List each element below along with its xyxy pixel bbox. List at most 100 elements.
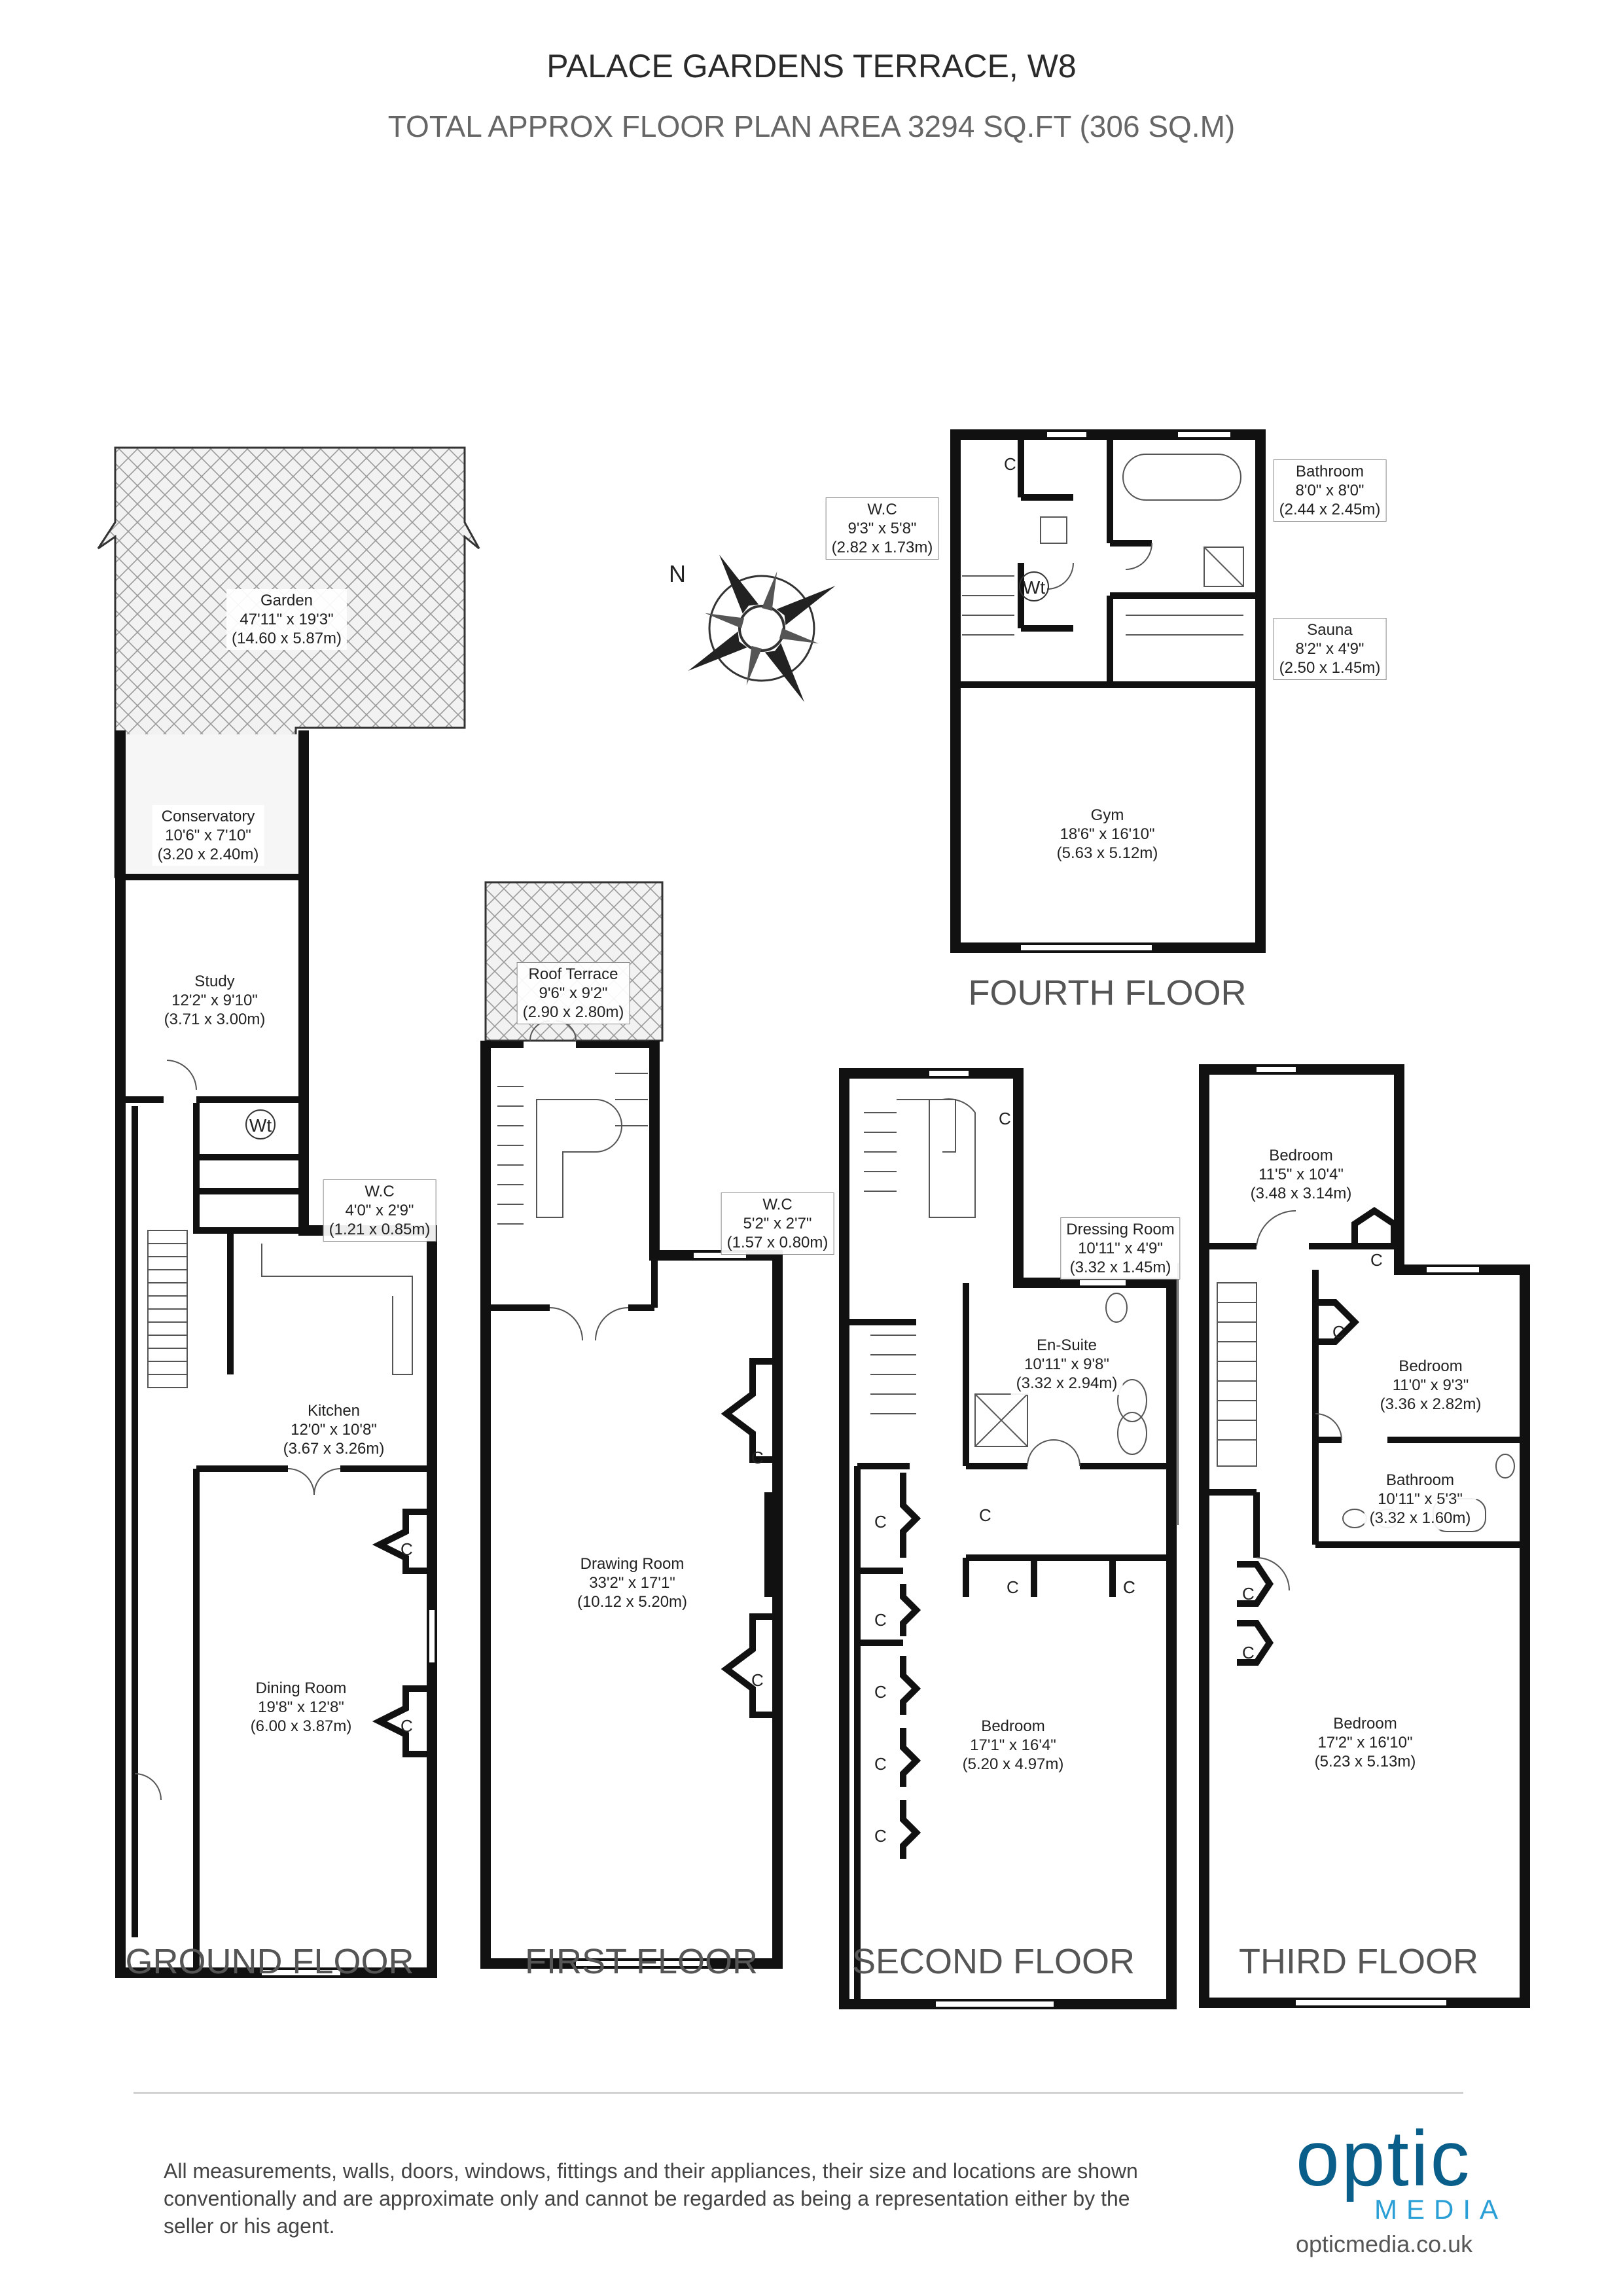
room-imperial: 9'6" x 9'2" [539, 984, 608, 1002]
room-metric: (2.82 x 1.73m) [831, 539, 933, 556]
room-imperial: 8'0" x 8'0" [1295, 482, 1364, 499]
room-name: W.C [867, 501, 897, 518]
room-metric: (1.57 x 0.80m) [726, 1234, 829, 1251]
room-metric: (3.36 x 2.82m) [1380, 1395, 1482, 1413]
room-name: Kitchen [307, 1402, 361, 1420]
cupboard-marker: C [1332, 1322, 1345, 1342]
room-metric: (14.60 x 5.87m) [231, 630, 342, 647]
room-imperial: 17'1" x 16'4" [970, 1736, 1056, 1754]
room-name: W.C [365, 1183, 395, 1200]
cupboard-marker: C [1370, 1250, 1383, 1270]
disclaimer-text: All measurements, walls, doors, windows,… [164, 2159, 1138, 2238]
room-name: Roof Terrace [528, 965, 618, 983]
room-label-conservatory: Conservatory 10'6" x 7'10" (3.20 x 2.40m) [152, 805, 264, 866]
water-tank-fourth-label: Wt [1023, 577, 1045, 598]
room-imperial: 11'0" x 9'3" [1392, 1376, 1469, 1394]
room-metric: (3.48 x 3.14m) [1250, 1185, 1352, 1202]
cupboard-marker: C [1242, 1643, 1255, 1662]
room-imperial: 12'2" x 9'10" [171, 992, 258, 1009]
cupboard-marker: C [401, 1539, 413, 1559]
page-subtitle: TOTAL APPROX FLOOR PLAN AREA 3294 SQ.FT … [387, 109, 1236, 143]
cupboard-marker: C [1007, 1577, 1019, 1597]
room-metric: (5.63 x 5.12m) [1056, 844, 1158, 862]
room-name: Conservatory [161, 808, 255, 825]
cupboard-marker: C [874, 1754, 887, 1774]
second-floor-outer-wall [839, 1068, 1177, 2009]
footer-divider [134, 2092, 1463, 2094]
cupboard-marker: C [1123, 1577, 1135, 1597]
room-metric: (3.71 x 3.00m) [164, 1011, 266, 1028]
brand-logo-sub: MEDIA [1374, 2194, 1508, 2225]
room-name: Study [194, 973, 235, 990]
room-metric: (3.20 x 2.40m) [157, 846, 259, 863]
room-label-wc-ground: W.C 4'0" x 2'9" (1.21 x 0.85m) [323, 1179, 437, 1242]
cupboard-marker: C [751, 1448, 764, 1467]
room-imperial: 18'6" x 16'10" [1060, 825, 1155, 843]
room-imperial: 10'11" x 4'9" [1078, 1240, 1163, 1257]
room-name: Sauna [1307, 621, 1353, 639]
room-metric: (1.21 x 0.85m) [329, 1221, 431, 1238]
brand-url-link[interactable]: opticmedia.co.uk [1296, 2231, 1473, 2257]
compass-rose [688, 554, 836, 702]
room-metric: (3.32 x 1.45m) [1069, 1259, 1171, 1276]
room-metric: (6.00 x 3.87m) [250, 1717, 352, 1735]
room-name: Dining Room [255, 1679, 347, 1697]
cupboard-marker: C [401, 1716, 413, 1736]
cupboard-marker: C [979, 1505, 991, 1525]
first-floor-plan [480, 881, 783, 1969]
room-name: En-Suite [1036, 1336, 1097, 1354]
room-metric: (3.32 x 2.94m) [1016, 1374, 1118, 1392]
floor-label-fourth: FOURTH FLOOR [968, 973, 1247, 1013]
ground-floor-outer-wall [115, 730, 437, 1978]
room-imperial: 4'0" x 2'9" [345, 1202, 414, 1219]
room-label-study: Study 12'2" x 9'10" (3.71 x 3.00m) [158, 970, 271, 1031]
room-imperial: 8'2" x 4'9" [1295, 640, 1364, 658]
room-imperial: 17'2" x 16'10" [1317, 1734, 1413, 1751]
room-label-bathroom-fourth: Bathroom 8'0" x 8'0" (2.44 x 2.45m) [1273, 459, 1387, 522]
cupboard-marker: C [999, 1109, 1011, 1128]
room-imperial: 5'2" x 2'7" [743, 1215, 812, 1232]
cupboard-marker: C [874, 1826, 887, 1846]
floor-label-first: FIRST FLOOR [524, 1942, 758, 1981]
room-name: Bedroom [1269, 1147, 1333, 1164]
water-tank-ground [245, 1109, 276, 1139]
floor-label-ground: GROUND FLOOR [125, 1942, 414, 1981]
room-imperial: 9'3" x 5'8" [847, 520, 917, 537]
cupboard-marker: C [1004, 454, 1016, 474]
room-name: Drawing Room [580, 1555, 685, 1573]
room-imperial: 33'2" x 17'1" [589, 1574, 675, 1592]
room-imperial: 10'11" x 9'8" [1024, 1355, 1109, 1373]
room-name: Bedroom [981, 1717, 1045, 1735]
water-tank-fourth [1019, 571, 1049, 601]
cupboard-marker: C [1242, 1584, 1255, 1604]
room-label-wc-fourth: W.C 9'3" x 5'8" (2.82 x 1.73m) [825, 497, 939, 560]
cupboard-marker: C [751, 1670, 764, 1690]
floor-label-second: SECOND FLOOR [851, 1942, 1135, 1981]
room-metric: (3.32 x 1.60m) [1369, 1509, 1471, 1527]
fourth-floor-outer-wall [950, 429, 1266, 953]
cupboard-marker: C [874, 1682, 887, 1702]
room-metric: (10.12 x 5.20m) [577, 1593, 688, 1611]
cupboard-marker: C [874, 1610, 887, 1630]
fourth-floor-plan: Wt [950, 429, 1266, 953]
room-name: Garden [260, 592, 313, 609]
room-imperial: 19'8" x 12'8" [258, 1698, 344, 1716]
room-name: Bathroom [1295, 463, 1364, 480]
room-imperial: 10'6" x 7'10" [165, 827, 251, 844]
cupboard-marker: C [874, 1512, 887, 1532]
page-title: PALACE GARDENS TERRACE, W8 [546, 48, 1077, 84]
third-floor-plan [1199, 1064, 1530, 2008]
room-metric: (2.44 x 2.45m) [1279, 501, 1381, 518]
compass-north-label: N [669, 560, 686, 587]
room-metric: (5.20 x 4.97m) [962, 1755, 1064, 1773]
